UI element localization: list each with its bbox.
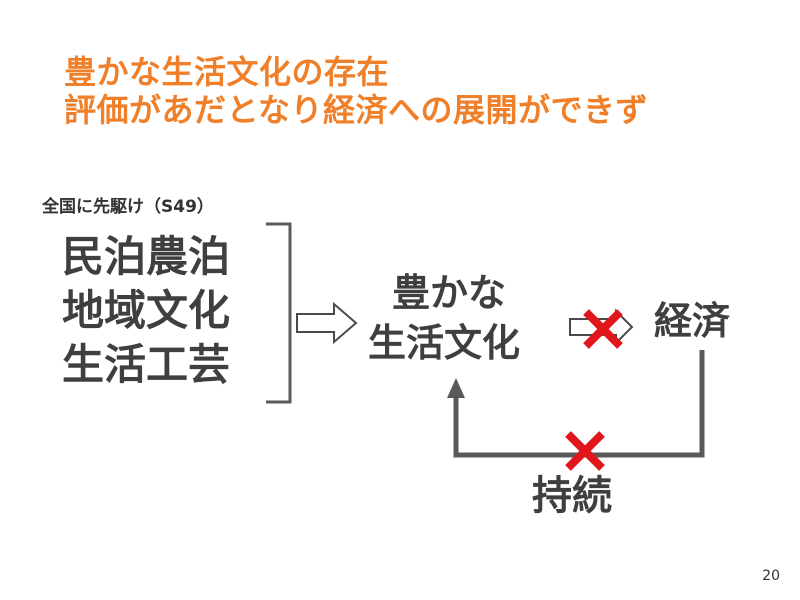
- slide-title-line-2: 評価があだとなり経済への展開ができず: [64, 91, 649, 129]
- grouping-bracket: [266, 222, 292, 404]
- source-item-local-culture: 地域文化: [62, 286, 231, 335]
- sustainability-label: 持続: [532, 473, 612, 519]
- hollow-arrow-to-culture: [296, 301, 358, 345]
- source-item-minpaku: 民泊農泊: [62, 232, 231, 281]
- source-item-crafts: 生活工芸: [62, 340, 231, 389]
- blocked-cross-mark-economy: [583, 309, 623, 349]
- economy-label: 経済: [654, 299, 731, 343]
- rich-culture-label-line-2: 生活文化: [368, 321, 521, 365]
- page-number: 20: [762, 568, 780, 584]
- feedback-loop-arrowhead: [447, 378, 465, 398]
- pioneer-note: 全国に先駆け（S49）: [42, 197, 214, 217]
- blocked-cross-mark-sustain: [565, 431, 605, 471]
- slide-title-line-1: 豊かな生活文化の存在: [64, 53, 390, 91]
- rich-culture-label-line-1: 豊かな: [392, 271, 507, 315]
- feedback-loop-line: [453, 350, 705, 458]
